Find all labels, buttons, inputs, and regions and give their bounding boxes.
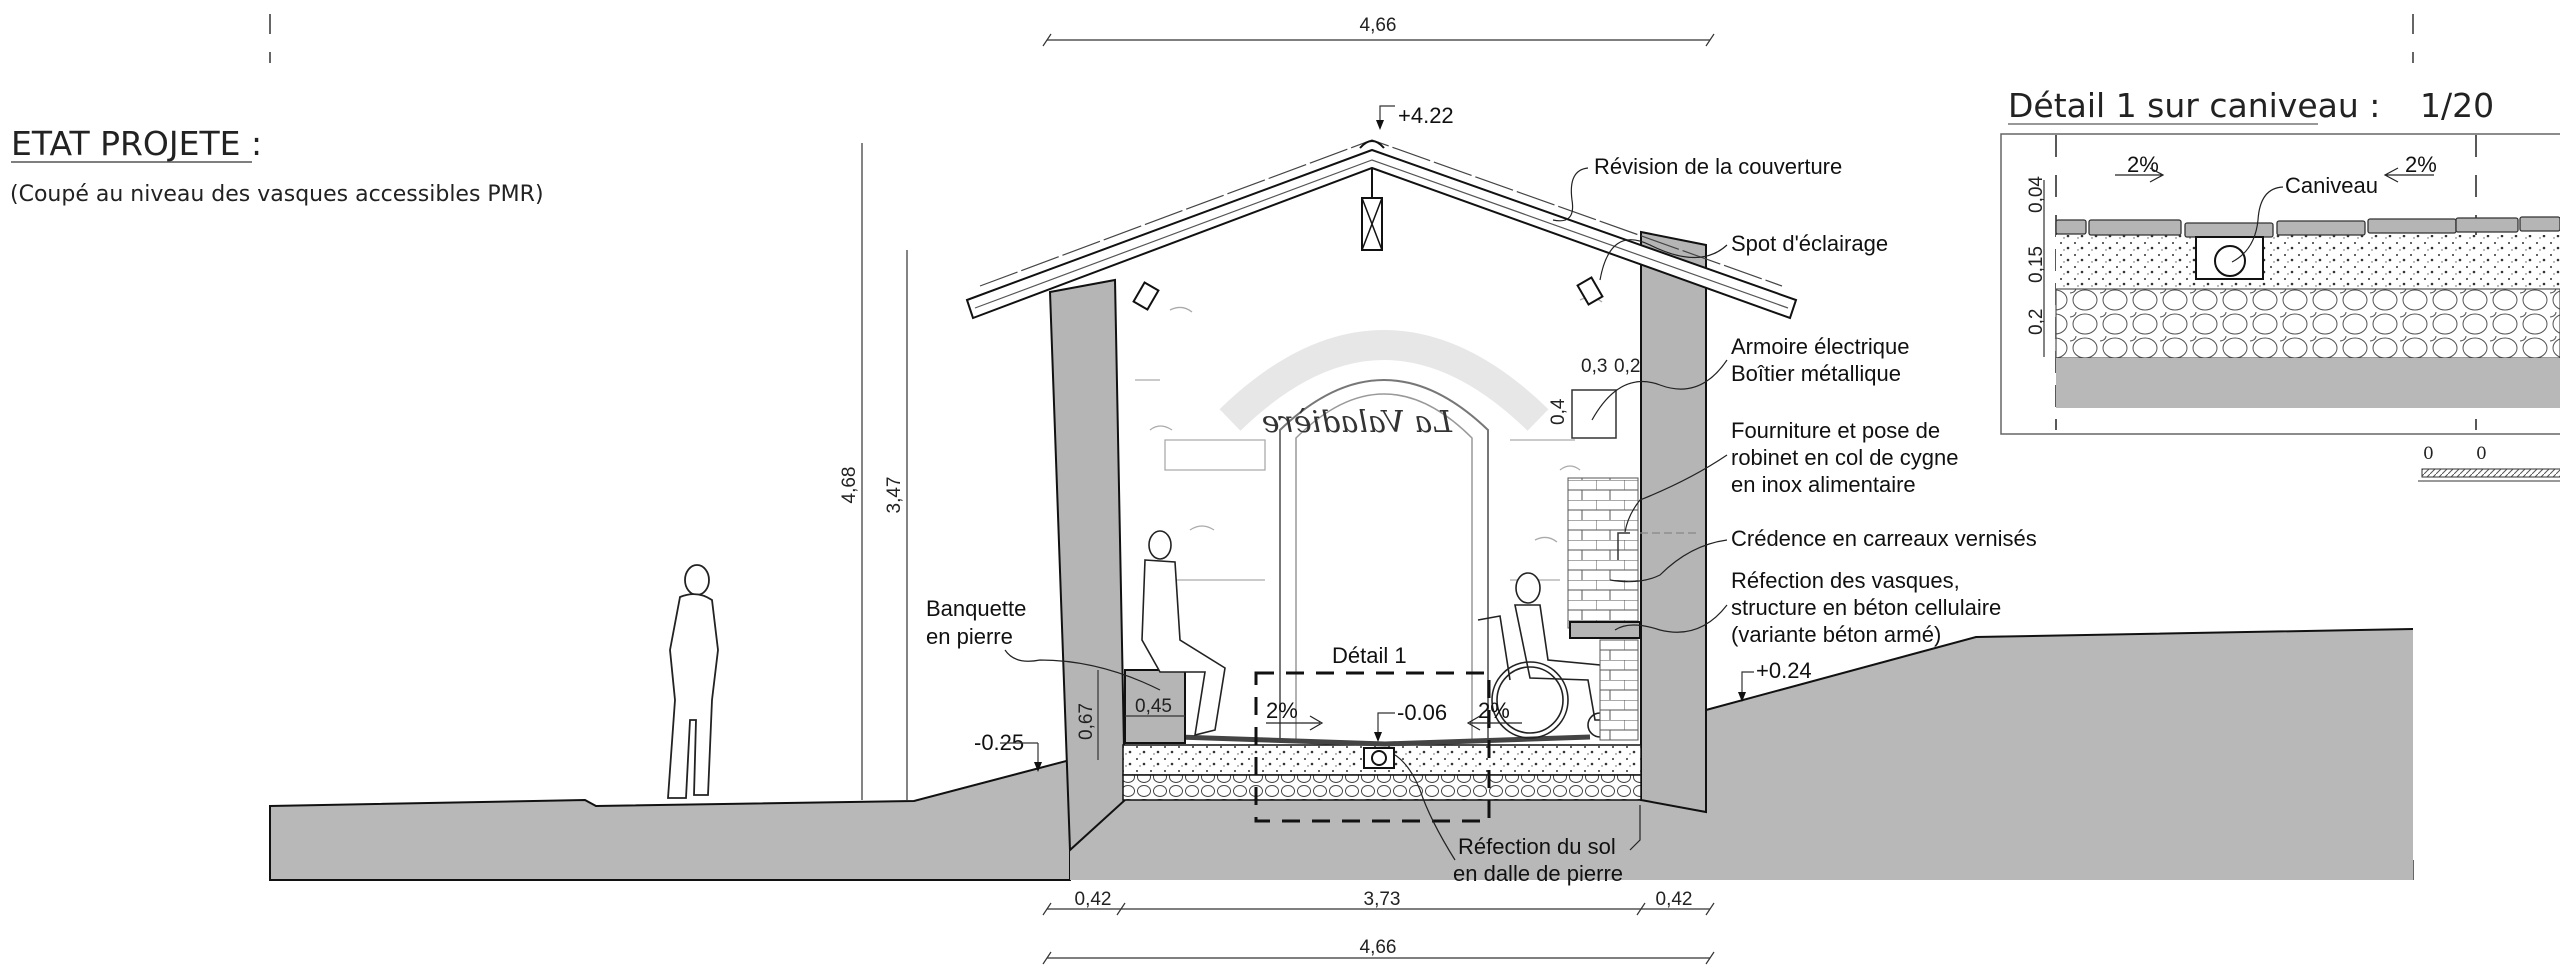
svg-text:+4.22: +4.22 [1398,103,1454,128]
stone-slab-floor [1177,734,1591,747]
detail-stone-slabs [2055,216,2560,238]
cabinet-dimensions: 0,3 0,2 0,4 [1548,356,1640,425]
detail-subsoil [2056,358,2560,408]
spotlight-icon [1132,281,1160,311]
ceiling-lamp [1361,168,1383,251]
ground [269,758,1071,881]
svg-text:0,45: 0,45 [1135,696,1172,717]
svg-text:0: 0 [2476,444,2487,464]
floor-slopes: 2% 2% [1266,698,1522,731]
svg-text:Fourniture et pose de: Fourniture et pose de [1731,418,1940,443]
annotation-spot: Spot d'éclairage [1599,231,1888,281]
tiled-basin-support [1599,639,1639,741]
svg-text:Révision de la couverture: Révision de la couverture [1594,154,1842,179]
annotation-splashback: Crédence en carreaux vernisés [1609,526,2037,583]
svg-text:Boîtier métallique: Boîtier métallique [1731,361,1901,386]
svg-text:2%: 2% [1266,698,1298,723]
svg-text:0,42: 0,42 [1656,889,1693,910]
svg-text:0,3: 0,3 [1581,356,1607,377]
page-title: ETAT PROJETE : [11,124,262,163]
svg-text:0,4: 0,4 [1548,398,1569,425]
svg-text:Armoire électrique: Armoire électrique [1731,334,1910,359]
svg-text:0,67: 0,67 [1076,703,1097,740]
svg-text:+0.24: +0.24 [1756,658,1812,683]
svg-text:Spot d'éclairage: Spot d'éclairage [1731,231,1888,256]
detail-1-marker: Détail 1 [1254,643,1491,823]
svg-text:Détail 1: Détail 1 [1332,643,1407,668]
detail-panel: Détail 1 sur caniveau : 1/20 2% 2% Caniv… [2000,86,2560,435]
right-level: +0.24 [1738,658,1812,702]
floor-gravel-layer [1122,774,1642,801]
ridge-level: +4.22 [1376,103,1454,130]
annotation-cabinet: Armoire électrique Boîtier métallique [1591,334,1910,421]
gooseneck-tap [1617,532,1630,560]
svg-text:0: 0 [2423,444,2434,464]
svg-text:3,73: 3,73 [1364,889,1401,910]
annotation-bench: Banquette en pierre [926,596,1161,691]
svg-text:0,42: 0,42 [1075,889,1112,910]
svg-text:0,04: 0,04 [2026,176,2047,213]
ground-right [1070,629,2413,880]
svg-text:0,2: 0,2 [2026,309,2047,335]
tiled-splashback [1567,477,1639,629]
svg-text:Banquette: Banquette [926,596,1026,621]
detail-concrete [2056,235,2560,289]
top-width-dimension: 4,66 [1042,15,1715,47]
detail-gravel [2055,288,2560,359]
annotation-tap: Fourniture et pose de robinet en col de … [1624,418,1959,533]
left-level: -0.25 [974,730,1042,772]
total-height-dimension: 4,68 [839,143,863,800]
svg-text:en inox alimentaire: en inox alimentaire [1731,472,1916,497]
standing-person-figure [667,564,719,799]
annotation-basins: Réfection des vasques, structure en béto… [1614,568,2001,647]
svg-text:Détail 1 sur caniveau :: Détail 1 sur caniveau : [2008,86,2380,125]
svg-text:en dalle de pierre: en dalle de pierre [1453,861,1623,886]
stone-bench [1124,669,1186,744]
wall-height-dimension: 3,47 [884,250,908,800]
detail-gutter [2195,236,2264,280]
svg-text:4,66: 4,66 [1360,15,1397,36]
svg-text:2%: 2% [2405,152,2437,177]
svg-text:robinet en col de cygne: robinet en col de cygne [1731,445,1959,470]
svg-text:0,15: 0,15 [2026,246,2047,283]
svg-text:en pierre: en pierre [926,624,1013,649]
svg-text:(variante béton armé): (variante béton armé) [1731,622,1941,647]
svg-text:2%: 2% [2127,152,2159,177]
basin-counter [1569,621,1641,639]
door-sign: La Valadière [1262,405,1453,440]
svg-text:0,2: 0,2 [1614,356,1640,377]
page-subtitle: (Coupé au niveau des vasques accessibles… [10,182,544,207]
svg-text:Réfection des vasques,: Réfection des vasques, [1731,568,1960,593]
svg-text:4,66: 4,66 [1360,937,1397,958]
svg-text:-0.06: -0.06 [1397,700,1447,725]
svg-text:structure en béton cellulaire: structure en béton cellulaire [1731,595,2001,620]
seated-person-figure [1141,530,1226,737]
floor-gutter [1363,747,1395,769]
annotation-roof: Révision de la couverture [1552,154,1842,222]
svg-text:Caniveau: Caniveau [2285,173,2378,198]
arch-doorway [1279,379,1489,743]
svg-text:4,68: 4,68 [839,467,860,504]
electrical-cabinet [1571,389,1617,439]
svg-text:3,47: 3,47 [884,477,905,514]
svg-text:2%: 2% [1478,698,1510,723]
spotlight-icon [1576,276,1604,306]
roof [965,139,1798,320]
bottom-dimensions: 0,42 3,73 0,42 4,66 [1042,889,1715,965]
svg-text:Réfection du sol: Réfection du sol [1458,834,1616,859]
scale-bar: 0 0 [2418,444,2560,482]
right-wall [1640,230,1707,814]
drain-level: -0.06 [1374,700,1447,742]
annotation-floor: Réfection du sol en dalle de pierre [1394,754,1641,886]
svg-text:Crédence en carreaux vernisés: Crédence en carreaux vernisés [1731,526,2037,551]
bench-dimensions: 0,45 0,67 [1076,670,1185,760]
svg-text:1/20: 1/20 [2420,86,2494,125]
